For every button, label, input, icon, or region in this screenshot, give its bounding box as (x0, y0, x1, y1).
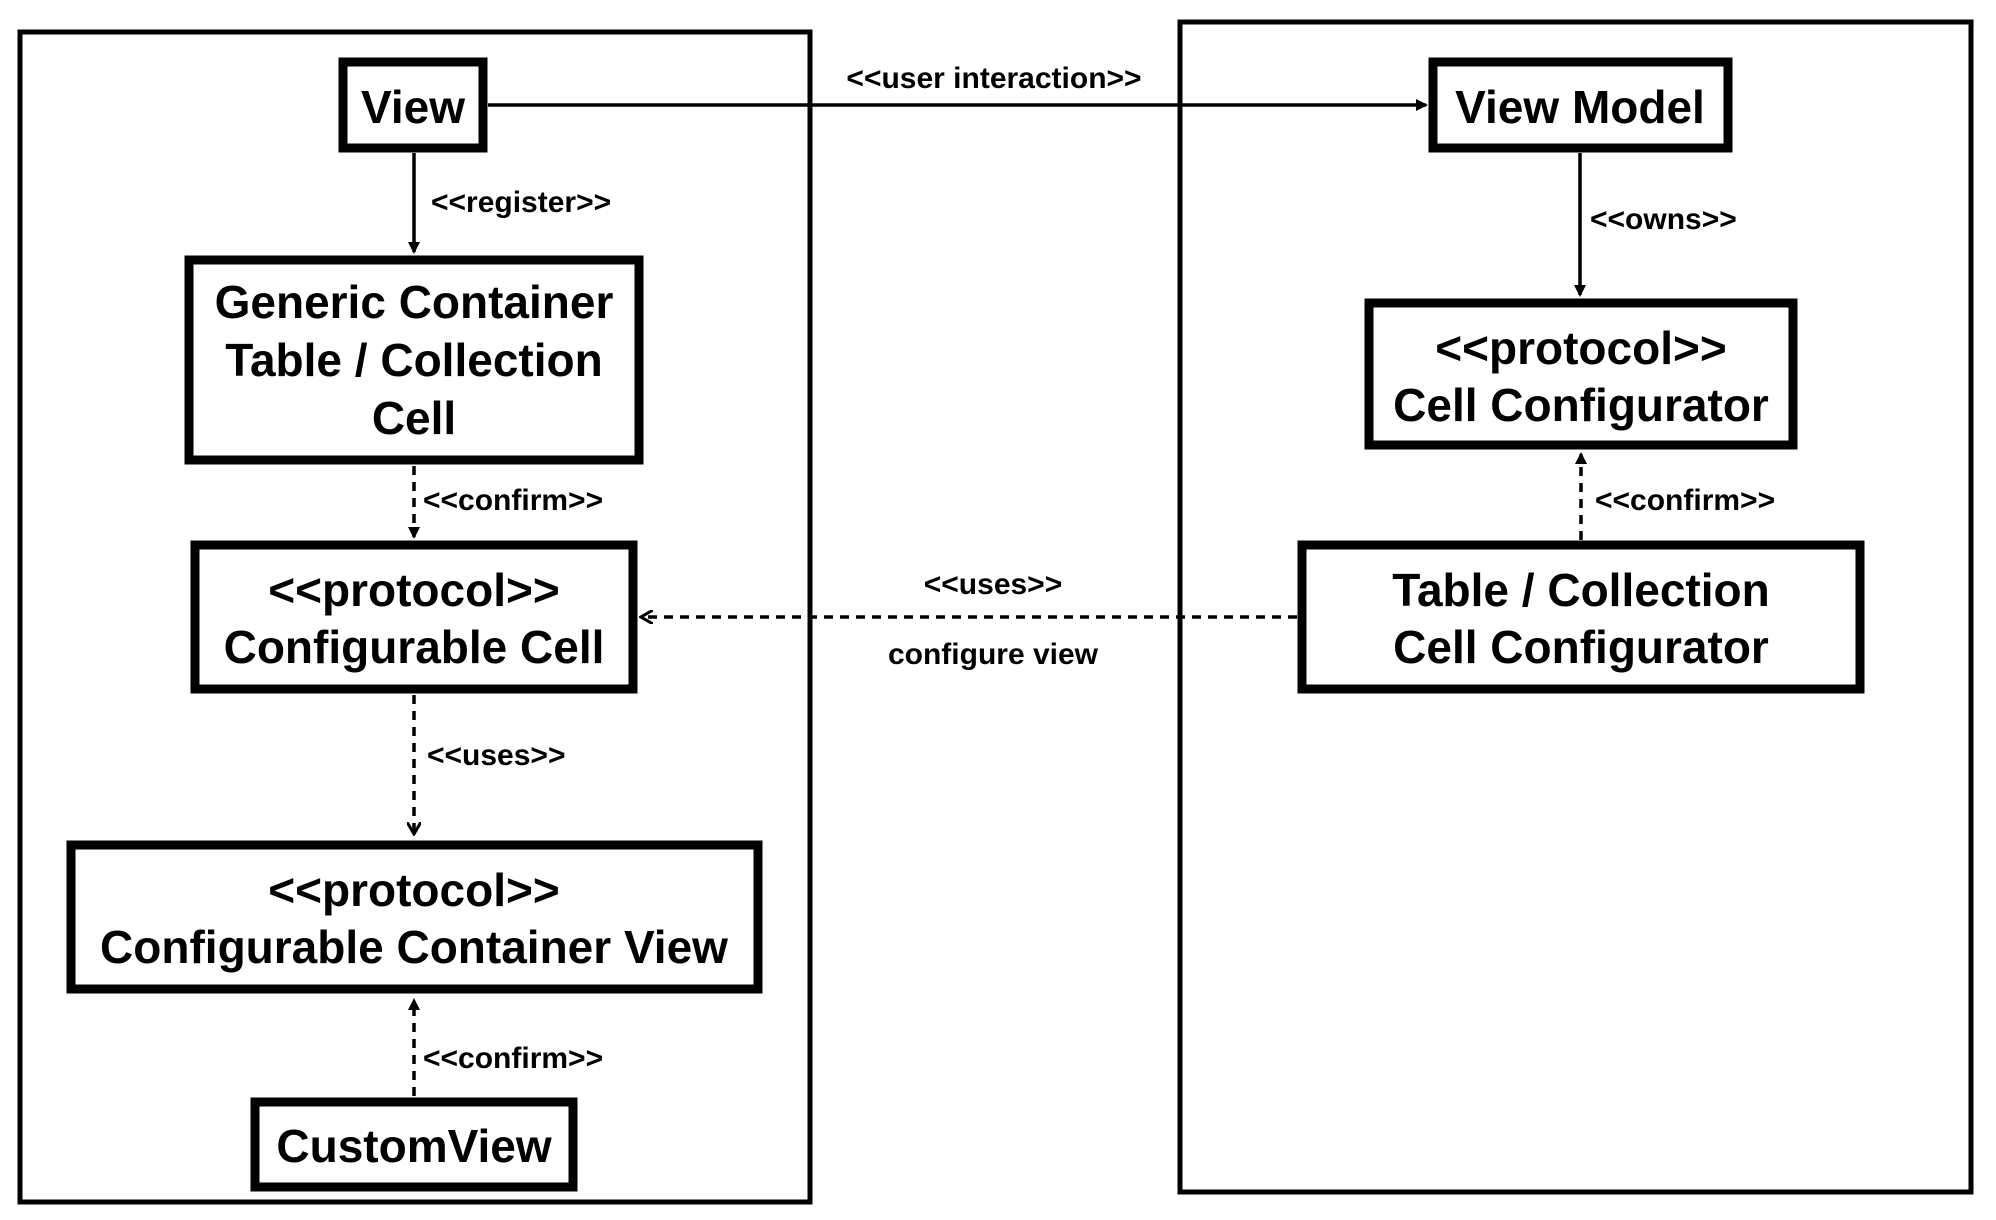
uses-container-label: <<uses>> (427, 739, 565, 772)
generic-container-cell-line-1: Generic Container (215, 276, 614, 328)
confirm-generic-label: <<confirm>> (423, 484, 603, 517)
cell-configurator-node: <<protocol>> Cell Configurator (1364, 298, 1798, 450)
configure-view-label: configure view (888, 638, 1099, 671)
owns-label: <<owns>> (1590, 203, 1737, 236)
view-node: View (338, 57, 488, 153)
table-collection-cell-configurator-node: Table / Collection Cell Configurator (1297, 540, 1865, 694)
table-collection-cell-configurator-line-1: Table / Collection (1392, 564, 1769, 616)
confirm-table-label: <<confirm>> (1595, 484, 1775, 517)
generic-container-cell-line-3: Cell (372, 392, 456, 444)
configurable-container-view-stereotype: <<protocol>> (268, 864, 559, 916)
cell-configurator-stereotype: <<protocol>> (1435, 322, 1726, 374)
view-model-node: View Model (1428, 57, 1733, 153)
configurable-container-view-label: Configurable Container View (100, 921, 728, 973)
custom-view-label: CustomView (276, 1120, 551, 1172)
cell-configurator-label: Cell Configurator (1393, 379, 1769, 431)
register-label: <<register>> (431, 186, 611, 219)
configurable-cell-node: <<protocol>> Configurable Cell (190, 540, 638, 694)
view-model-label: View Model (1455, 81, 1705, 133)
user-interaction-label: <<user interaction>> (846, 62, 1141, 95)
right-container (1177, 19, 1974, 1195)
confirm-custom-label: <<confirm>> (423, 1042, 603, 1075)
view-label: View (361, 81, 465, 133)
configurable-container-view-node: <<protocol>> Configurable Container View (66, 840, 763, 994)
table-collection-cell-configurator-line-2: Cell Configurator (1393, 621, 1769, 673)
generic-container-cell-node: Generic Container Table / Collection Cel… (184, 255, 644, 465)
custom-view-node: CustomView (250, 1097, 578, 1192)
uses-configure-view-label: <<uses>> (924, 568, 1062, 601)
configurable-cell-stereotype: <<protocol>> (268, 564, 559, 616)
generic-container-cell-line-2: Table / Collection (225, 334, 602, 386)
configurable-cell-label: Configurable Cell (224, 621, 605, 673)
